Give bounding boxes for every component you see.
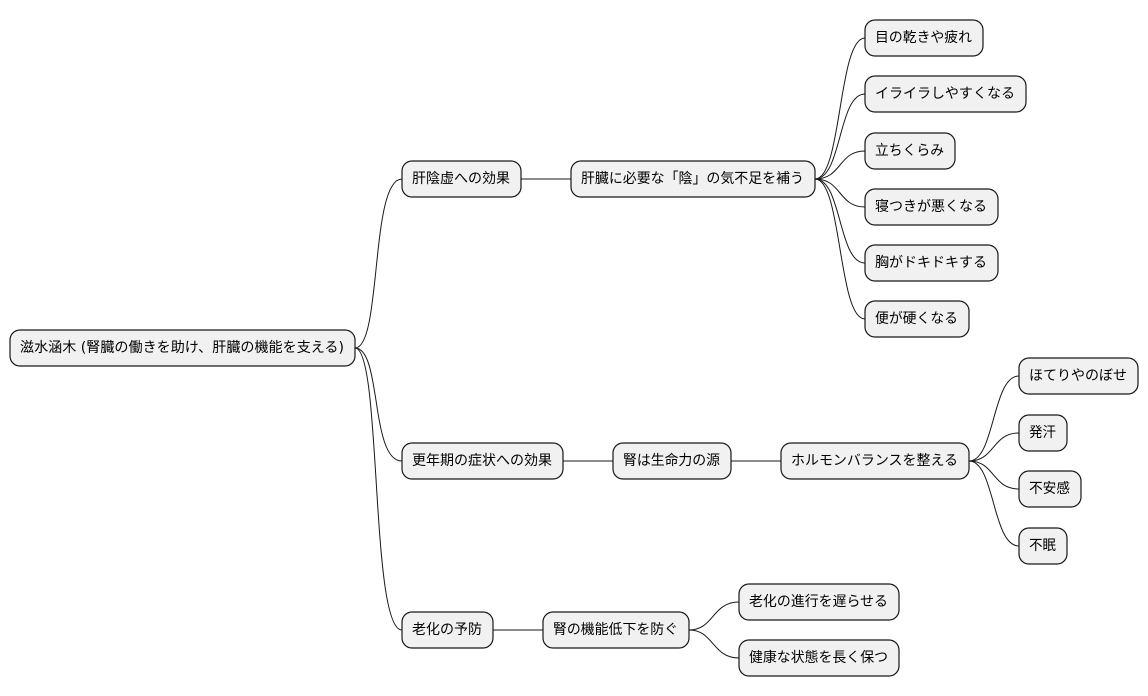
leaf-node: 発汗 <box>1018 414 1068 452</box>
leaf-node: 立ちくらみ <box>864 132 956 170</box>
leaf-node: ほてりやのぼせ <box>1018 357 1139 395</box>
edge <box>968 375 1020 462</box>
leaf-label: イライラしやすくなる <box>875 86 1015 102</box>
sub-node-label: 肝臓に必要な「陰」の気不足を補う <box>581 171 804 187</box>
leaf-node: 不安感 <box>1018 470 1082 508</box>
edge <box>688 629 740 659</box>
leaf-label: 寝つきが悪くなる <box>875 198 987 215</box>
leaf-node: 目の乾きや疲れ <box>864 19 984 57</box>
leaf-label: 不眠 <box>1029 538 1056 554</box>
edge <box>354 347 403 631</box>
edge <box>968 460 1020 547</box>
branch-node: 更年期の症状への効果 <box>401 442 564 480</box>
edge <box>354 178 403 349</box>
leaf-node: 寝つきが悪くなる <box>864 188 999 226</box>
root-node: 滋水涵木 (腎臓の働きを助け、肝臓の機能を支える) <box>9 329 356 367</box>
leaf-node: イライラしやすくなる <box>864 75 1027 113</box>
sub-node: 腎の機能低下を防ぐ <box>542 611 690 649</box>
nodes: 滋水涵木 (腎臓の働きを助け、肝臓の機能を支える) 肝陰虚への効果 肝臓に必要な… <box>9 19 1139 677</box>
leaf-node: 胸がドキドキする <box>864 244 999 282</box>
branch-node: 老化の予防 <box>401 611 494 649</box>
branch-label: 更年期の症状への効果 <box>412 453 552 469</box>
sub-node-label: ホルモンバランスを整える <box>791 453 958 469</box>
leaf-label: ほてりやのぼせ <box>1029 368 1127 384</box>
edge <box>814 93 866 180</box>
branch-node: 肝陰虚への効果 <box>401 160 522 198</box>
edge <box>968 460 1020 490</box>
edge <box>354 347 403 462</box>
leaf-node: 老化の進行を遅らせる <box>738 583 900 621</box>
edge <box>814 150 866 180</box>
leaf-label: 健康な状態を長く保つ <box>749 649 888 666</box>
root-node-label: 滋水涵木 (腎臓の働きを助け、肝臓の機能を支える) <box>20 340 344 356</box>
branch-label: 肝陰虚への効果 <box>412 171 510 187</box>
leaf-label: 発汗 <box>1029 425 1056 441</box>
leaf-label: 老化の進行を遅らせる <box>749 594 888 610</box>
leaf-node: 便が硬くなる <box>864 300 970 338</box>
branch-label: 老化の予防 <box>412 622 482 638</box>
edge <box>968 432 1020 462</box>
sub-node-label: 腎の機能低下を防ぐ <box>553 622 678 638</box>
edge <box>814 178 866 320</box>
edge <box>814 178 866 264</box>
sub-node: 肝臓に必要な「陰」の気不足を補う <box>570 160 816 198</box>
edge <box>814 178 866 208</box>
leaf-label: 目の乾きや疲れ <box>875 29 972 46</box>
leaf-label: 便が硬くなる <box>875 311 958 327</box>
sub-node: 腎は生命力の源 <box>612 442 732 480</box>
leaf-label: 胸がドキドキする <box>875 255 987 271</box>
edges <box>354 37 1020 659</box>
leaf-node: 不眠 <box>1018 527 1068 565</box>
leaf-label: 立ちくらみ <box>875 143 944 159</box>
leaf-node: 健康な状態を長く保つ <box>738 639 900 677</box>
edge <box>688 601 740 631</box>
sub-node: ホルモンバランスを整える <box>780 442 970 480</box>
edge <box>814 37 866 180</box>
sub-node-label: 腎は生命力の源 <box>623 452 720 469</box>
leaf-label: 不安感 <box>1029 480 1070 497</box>
